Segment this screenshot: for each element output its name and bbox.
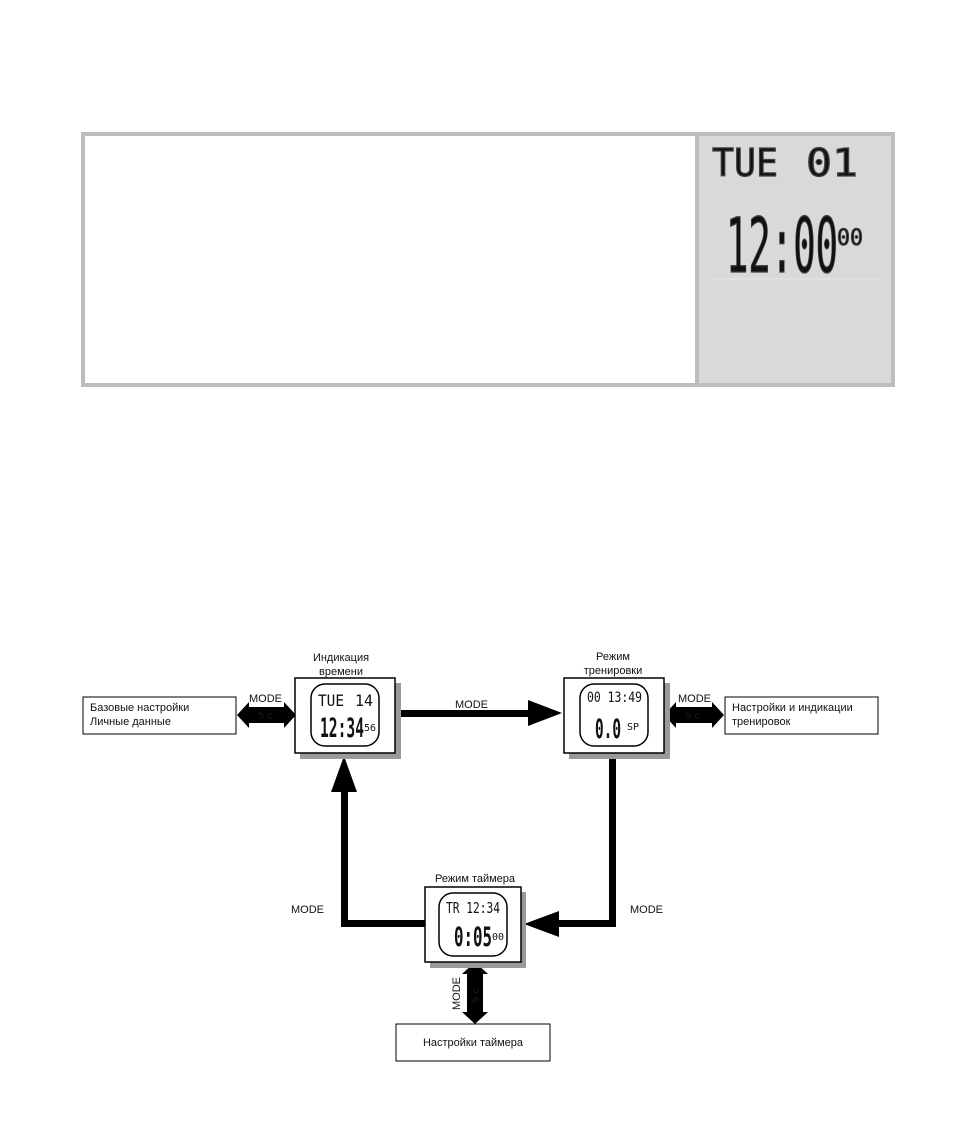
arrow-labels: MODE MODE MODE MODE 5 с MODE 5 с MODE 5 … bbox=[249, 693, 711, 1010]
node-training-lcd-screen bbox=[579, 683, 649, 747]
arrow-training-to-timer-shaft bbox=[555, 920, 616, 927]
connectors bbox=[237, 700, 724, 1024]
label-hold-basic-settings: 5 с bbox=[258, 710, 273, 722]
node-timer-title: Режим таймера bbox=[435, 873, 516, 885]
side-box-basic-settings-line1: Базовые настройки bbox=[90, 702, 189, 714]
node-training-mode: Режим тренировки 00 13:49 0.0 SP bbox=[563, 651, 670, 759]
node-timer-lcd-time: 0:05 bbox=[454, 922, 492, 953]
display-date: 01 bbox=[806, 141, 858, 185]
display-time: 12:00 bbox=[726, 201, 838, 290]
node-time-display: Индикация времени TUE 14 12:34 56 bbox=[294, 652, 401, 759]
label-mode-time-to-training: MODE bbox=[455, 699, 488, 711]
label-hold-timer-settings: 5 с bbox=[470, 988, 482, 1003]
side-box-basic-settings-line2: Личные данные bbox=[90, 716, 171, 728]
arrow-time-to-training-head bbox=[528, 700, 562, 726]
info-panel: TUE 01 12:00 00 bbox=[81, 132, 895, 387]
arrow-training-down-shaft bbox=[609, 758, 616, 927]
label-hold-training-settings: 5 с bbox=[685, 710, 700, 722]
label-mode-timer-settings: MODE bbox=[451, 977, 463, 1010]
label-mode-timer-to-time: MODE bbox=[291, 904, 324, 916]
side-box-basic-settings-frame bbox=[82, 696, 237, 735]
node-timer-lcd-top: TR 12:34 bbox=[446, 899, 500, 917]
side-box-training-settings-line1: Настройки и индикации bbox=[732, 702, 853, 714]
side-box-training-settings-frame bbox=[724, 696, 879, 735]
arrow-timer-left-shaft bbox=[341, 920, 426, 927]
node-time-lcd-date: 14 bbox=[355, 691, 373, 710]
arrow-training-settings-double bbox=[664, 702, 724, 728]
arrow-timer-settings-double bbox=[462, 962, 488, 1024]
arrow-timer-to-time-head bbox=[331, 756, 357, 792]
arrow-basic-settings-double bbox=[237, 702, 296, 728]
node-training-title-line1: Режим bbox=[596, 651, 630, 663]
display-day: TUE bbox=[712, 141, 778, 185]
node-time-lcd-seconds: 56 bbox=[364, 723, 376, 734]
display-panel-background bbox=[697, 136, 891, 383]
side-box-basic-settings: Базовые настройки Личные данные bbox=[82, 696, 237, 735]
arrow-time-to-training-shaft bbox=[400, 710, 530, 717]
node-training-title-line2: тренировки bbox=[584, 665, 643, 677]
node-training-lcd-top: 00 13:49 bbox=[587, 690, 642, 706]
side-box-timer-settings-frame bbox=[395, 1023, 551, 1062]
node-timer-lcd-screen bbox=[438, 892, 508, 957]
node-time-title-line1: Индикация bbox=[313, 652, 369, 664]
side-box-training-settings-line2: тренировок bbox=[732, 716, 791, 728]
label-mode-training-settings: MODE bbox=[678, 693, 711, 705]
node-time-lcd-day: TUE bbox=[318, 691, 344, 710]
side-box-timer-settings: Настройки таймера bbox=[395, 1023, 551, 1062]
node-training-lcd-value: 0.0 bbox=[595, 714, 621, 745]
side-box-training-settings: Настройки и индикации тренировок bbox=[724, 696, 879, 735]
arrow-timer-up-shaft bbox=[341, 788, 348, 927]
node-training-lcd-unit: SP bbox=[627, 722, 639, 733]
side-box-timer-settings-label: Настройки таймера bbox=[423, 1037, 524, 1049]
node-time-title-line2: времени bbox=[319, 666, 363, 678]
display-seconds: 00 bbox=[837, 226, 863, 251]
node-timer-lcd-seconds: 00 bbox=[492, 932, 504, 943]
node-time-lcd-screen bbox=[310, 683, 380, 747]
node-timer-mode: Режим таймера TR 12:34 0:05 00 bbox=[424, 873, 526, 968]
label-mode-training-to-timer: MODE bbox=[630, 904, 663, 916]
label-mode-basic-settings: MODE bbox=[249, 693, 282, 705]
node-time-lcd-time: 12:34 bbox=[320, 713, 364, 744]
arrow-training-to-timer-head bbox=[524, 911, 559, 937]
